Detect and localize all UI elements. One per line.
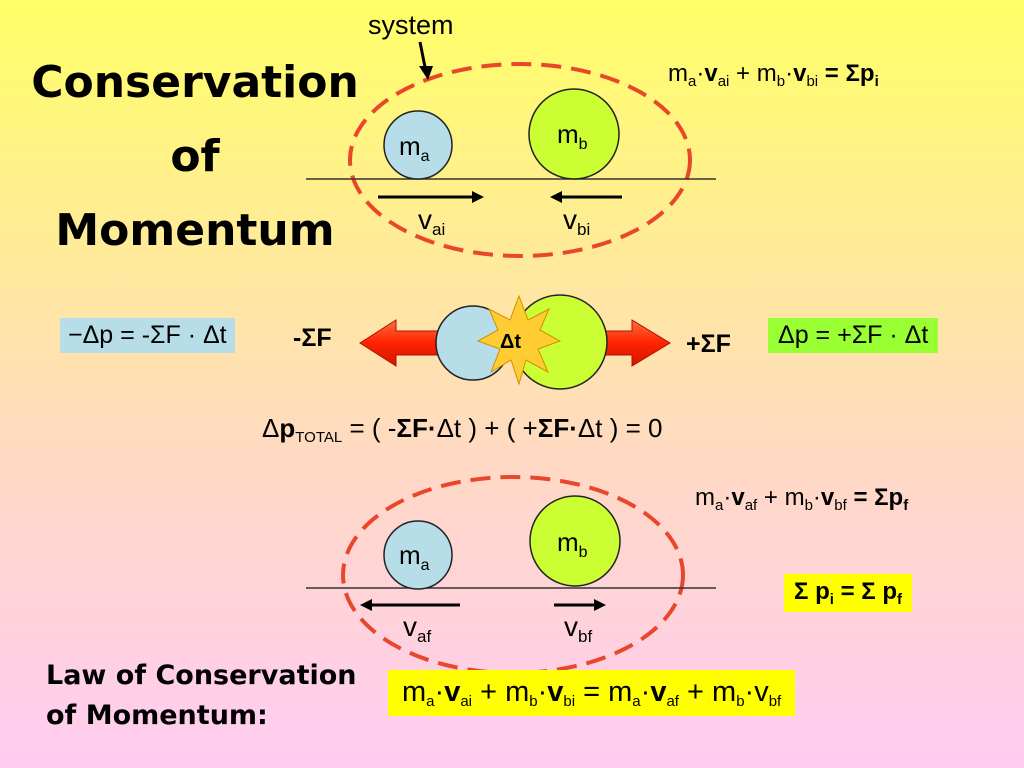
ball-b-before	[528, 88, 620, 180]
delta-t-label: Δt	[500, 331, 522, 353]
law-heading-line-1: Law of Conservation	[46, 660, 357, 691]
ball-b-after	[529, 495, 621, 587]
velocity-a-label-before: vai	[418, 204, 446, 239]
force-arrow-right	[603, 319, 671, 367]
ball-a-before	[383, 110, 453, 180]
velocity-b-arrowhead	[550, 191, 562, 203]
impulse-box-left: −Δp = -ΣF · Δt	[60, 318, 235, 353]
force-label-right: +ΣF	[686, 330, 731, 358]
final-momentum-equation: ma·vaf + mb·vbf = Σpf	[695, 484, 909, 514]
force-label-left: -ΣF	[293, 324, 332, 352]
law-heading-line-2: of Momentum:	[46, 700, 268, 731]
title-line-3: Momentum	[55, 205, 335, 256]
velocity-a-label-after: vaf	[403, 611, 432, 646]
ball-b-label-before: mb	[557, 119, 588, 153]
ball-a-label-before: ma	[399, 131, 430, 165]
initial-momentum-equation: ma·vai + mb·vbi = Σpi	[668, 60, 879, 90]
ball-b-label-after: mb	[557, 527, 588, 561]
law-equation-box: ma·vai + mb·vbi = ma·vaf + mb·vbf	[388, 670, 796, 716]
ball-a-label-after: ma	[399, 540, 430, 574]
velocity-a-arrowhead	[472, 191, 484, 203]
velocity-b-label-after: vbf	[564, 611, 593, 646]
velocity-b-label-before: vbi	[563, 204, 591, 239]
system-pointer-arrowhead	[419, 66, 433, 80]
system-boundary-before	[348, 62, 692, 258]
momentum-sum-box: Σ pi = Σ pf	[784, 574, 912, 612]
velocity-bf-arrowhead	[594, 599, 606, 611]
law-heading: Law of Conservation of Momentum:	[46, 656, 357, 736]
impulse-box-right: Δp = +ΣF · Δt	[768, 318, 939, 353]
page-title: Conservation of Momentum	[15, 46, 375, 268]
velocity-af-arrowhead	[360, 599, 372, 611]
ball-a-after	[383, 520, 453, 590]
system-label: system	[368, 10, 454, 40]
title-line-2: of	[170, 131, 220, 182]
total-momentum-change-equation: ΔpTOTAL = ( -ΣF·Δt ) + ( +ΣF·Δt ) = 0	[262, 413, 663, 446]
title-line-1: Conservation	[31, 57, 359, 108]
impact-burst	[476, 294, 562, 386]
